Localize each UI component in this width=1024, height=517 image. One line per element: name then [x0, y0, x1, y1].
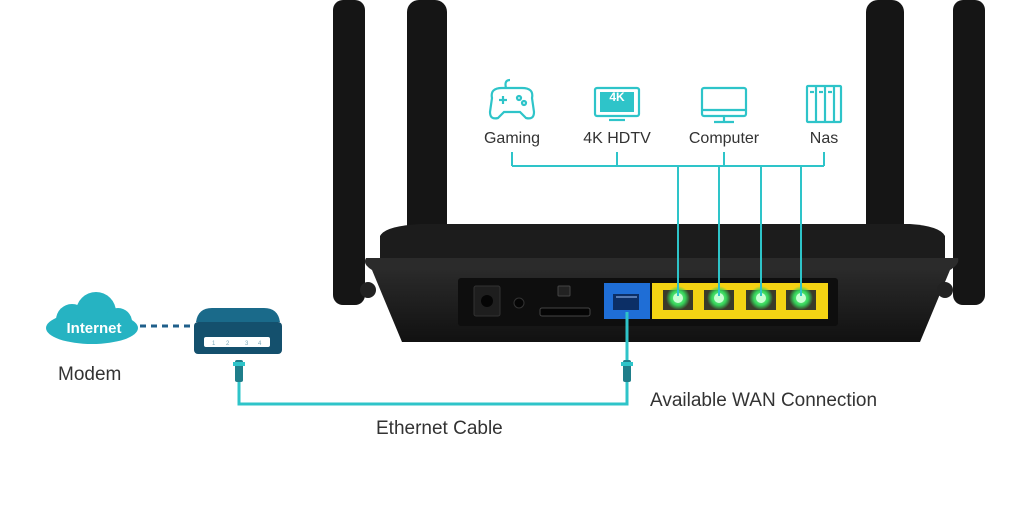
ethernet-cable-label: Ethernet Cable [376, 418, 503, 439]
lan-port-led-core-2 [714, 293, 724, 303]
modem-device [194, 308, 282, 354]
modem-light-1: 1 [212, 341, 216, 347]
monitor-icon [700, 86, 748, 124]
lan-port-led-core-1 [673, 293, 683, 303]
internet-cloud-icon [46, 292, 138, 344]
lan-port-led-core-4 [796, 293, 806, 303]
modem-cable-connector [233, 360, 245, 382]
gamepad-icon [488, 78, 536, 120]
lan-port-led-core-3 [756, 293, 766, 303]
router-cable-connector [621, 360, 633, 382]
connector-lines [511, 152, 825, 296]
modem-label: Modem [58, 364, 122, 385]
reset-button [513, 297, 525, 309]
modem-lights: 1 2 3 4 [212, 341, 262, 347]
hdtv-4k-badge: 4K [609, 90, 625, 104]
nas-icon [805, 84, 843, 124]
antenna-right-outer [953, 0, 985, 305]
device-label-nas: Nas [809, 130, 839, 147]
modem-light-3: 3 [245, 341, 249, 347]
antenna-left-outer [333, 0, 365, 305]
modem-light-2: 2 [226, 341, 230, 347]
device-label-computer: Computer [688, 130, 760, 147]
wan-connection-label: Available WAN Connection [650, 390, 878, 411]
lan-ports [652, 283, 828, 319]
usb-port [539, 307, 591, 317]
rear-panel-misc [473, 285, 591, 317]
modem-light-4: 4 [258, 341, 262, 347]
device-label-hdtv: 4K HDTV [583, 130, 651, 147]
internet-label: Internet [66, 320, 121, 337]
hdtv-icon [593, 86, 641, 122]
device-label-gaming: Gaming [483, 130, 541, 147]
ethernet-cable [237, 382, 629, 406]
